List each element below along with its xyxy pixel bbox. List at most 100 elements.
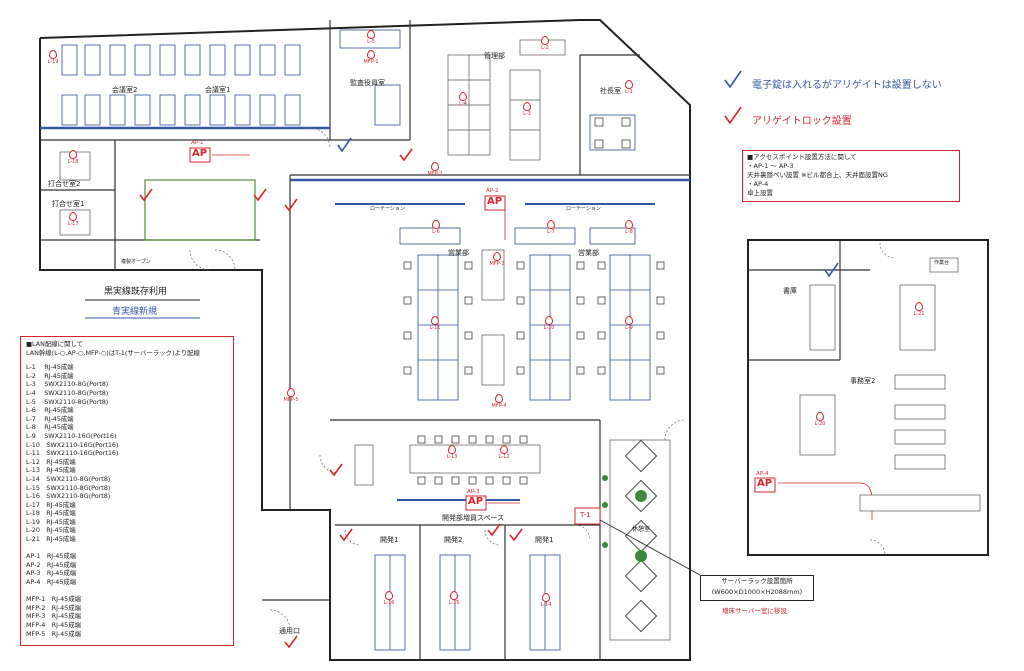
lan-note-row: L-15 SWX2110-8G(Port8) [26, 483, 111, 492]
pin-icon [69, 150, 77, 159]
lan-location-pin: L-18 [62, 150, 84, 165]
pin-label: L-3 [523, 111, 531, 117]
pin-label: L-2 [541, 45, 549, 51]
pin-label: L-5 [367, 39, 375, 45]
ap4-label: AP-4 [756, 471, 769, 477]
ap1-mark: AP [192, 148, 208, 159]
pin-icon [450, 591, 458, 600]
room-label-dev2: 開発2 [444, 536, 463, 544]
pin-label: L-12 [498, 454, 510, 460]
server-callout [574, 507, 701, 576]
pin-icon [495, 394, 503, 403]
room-label-dev1a: 開発1 [380, 536, 399, 544]
room-label-uchiawase2: 打合せ室2 [48, 180, 81, 188]
lan-note-row: L-19 RJ-45成端 [26, 517, 76, 526]
lan-location-pin: L-11 [424, 316, 446, 331]
room-label-meeting2: 会議室2 [112, 86, 138, 94]
pin-label: L-7 [547, 229, 555, 235]
lan-note-sub: LAN幹線(L-○,AP-○,MFP-○)はT-1(サーバーラック)より配線 [26, 348, 200, 357]
lan-note-row: L-11 SWX2110-16G(Port16) [26, 449, 119, 458]
room-label-dev1b: 開発1 [535, 536, 554, 544]
red-check-marks [139, 148, 523, 649]
lan-location-pin: L-14 [535, 593, 557, 608]
pin-label: MFP-3 [489, 261, 505, 267]
lan-note-row: L-5 SWX2110-8G(Port8) [26, 397, 109, 406]
mfp-location-pin: MFP-4 [488, 394, 510, 409]
pin-label: L-9 [625, 325, 633, 331]
lan-note-row: AP-4 RJ-45成端 [26, 578, 77, 587]
lan-note-row [26, 587, 228, 596]
room-label-storage: 書庫 [783, 287, 797, 295]
label-worktable: 作業台 [934, 260, 950, 266]
pin-label: MFP-4 [491, 403, 507, 409]
legend-lines [85, 70, 742, 319]
room-label-president: 社長室 [600, 87, 621, 95]
sales-desks [399, 227, 651, 401]
pin-icon [547, 220, 555, 229]
pin-label: L-15 [448, 600, 460, 606]
pin-label: MFP-1 [363, 59, 379, 65]
pin-icon [367, 50, 375, 59]
pin-icon [367, 30, 375, 39]
server-line2: (W600×D1000×H2088mm) [711, 588, 803, 596]
lan-note-row: L-3 SWX2110-8G(Port8) [26, 380, 109, 389]
legend-red-text: アリゲイトロック設置 [752, 116, 852, 127]
label-printer-open: 複製オープン [121, 259, 151, 265]
lan-note-row: L-21 RJ-45成端 [26, 535, 76, 544]
lan-location-pin: L-13 [441, 445, 463, 460]
lan-note-row: MFP-3 RJ-45成端 [26, 612, 81, 621]
pin-icon [625, 80, 633, 89]
lan-location-pin: L-7 [540, 220, 562, 235]
room-label-rotation2: ローテーション [566, 206, 601, 212]
room-label-dev-space: 開発部増員スペース [442, 514, 505, 522]
pin-icon [500, 445, 508, 454]
ap3-mark: AP [468, 496, 484, 507]
pin-label: L-4 [459, 101, 467, 107]
pin-icon [541, 36, 549, 45]
lan-note-row: L-10 SWX2110-16G(Port16) [26, 440, 119, 449]
lan-note-row: MFP-4 RJ-45成端 [26, 621, 81, 629]
ap-note-line1: ・AP-1 〜 AP-3 [747, 162, 794, 170]
ap2-mark: AP [487, 196, 503, 207]
server-line1: サーバーラック設置箇所 [721, 577, 793, 585]
lan-location-pin: L-3 [516, 102, 538, 117]
ap-note-line4: 卓上設置 [747, 189, 773, 197]
lan-location-pin: L-2 [534, 36, 556, 51]
room-label-uchiawase1: 打合せ室1 [52, 200, 85, 208]
pin-label: L-13 [446, 454, 458, 460]
lan-location-pin: L-9 [618, 316, 640, 331]
lan-note-row [26, 544, 228, 553]
room-label-sales-left: 営業部 [448, 249, 469, 257]
lan-note-row: MFP-5 RJ-45成端 [26, 629, 81, 638]
lan-note-row: AP-2 RJ-45成端 [26, 560, 77, 569]
room-label-entrance: 通用口 [279, 627, 300, 635]
pin-icon [49, 50, 57, 59]
mfp-location-pin: MFP-1 [360, 50, 382, 65]
pin-label: L-21 [913, 311, 925, 317]
break-tables [602, 439, 658, 633]
pin-icon [523, 102, 531, 111]
mfp-location-pin: MFP-3 [486, 252, 508, 267]
lan-location-pin: L-12 [493, 445, 515, 460]
room-label-break: 休憩室 [632, 526, 651, 533]
pin-icon [542, 593, 550, 602]
pin-label: L-1 [625, 89, 633, 95]
pin-icon [69, 212, 77, 221]
chairs [403, 117, 665, 485]
pin-icon [431, 162, 439, 171]
blue-check-marks [337, 137, 352, 153]
lan-location-pin: L-10 [538, 316, 560, 331]
lan-note-row: L-1 RJ-45成端 [26, 363, 74, 372]
lan-note-row: L-6 RJ-45成端 [26, 406, 74, 415]
room-label-meeting1: 会議室1 [205, 86, 231, 94]
lan-note-row: L-4 SWX2110-8G(Port8) [26, 388, 109, 397]
lan-location-pin: L-17 [62, 212, 84, 227]
ap-note-title: ■アクセスポイント設置方法に関して [747, 153, 857, 161]
lan-note-row: L-12 RJ-45成端 [26, 457, 76, 466]
pin-label: MFP-2 [427, 171, 443, 177]
admin-desks [447, 39, 636, 161]
legend-black-line: 黒実線既存利用 [104, 287, 168, 297]
lan-note-row: L-14 SWX2110-8G(Port8) [26, 474, 111, 483]
t1-tag: T-1 [580, 511, 591, 519]
